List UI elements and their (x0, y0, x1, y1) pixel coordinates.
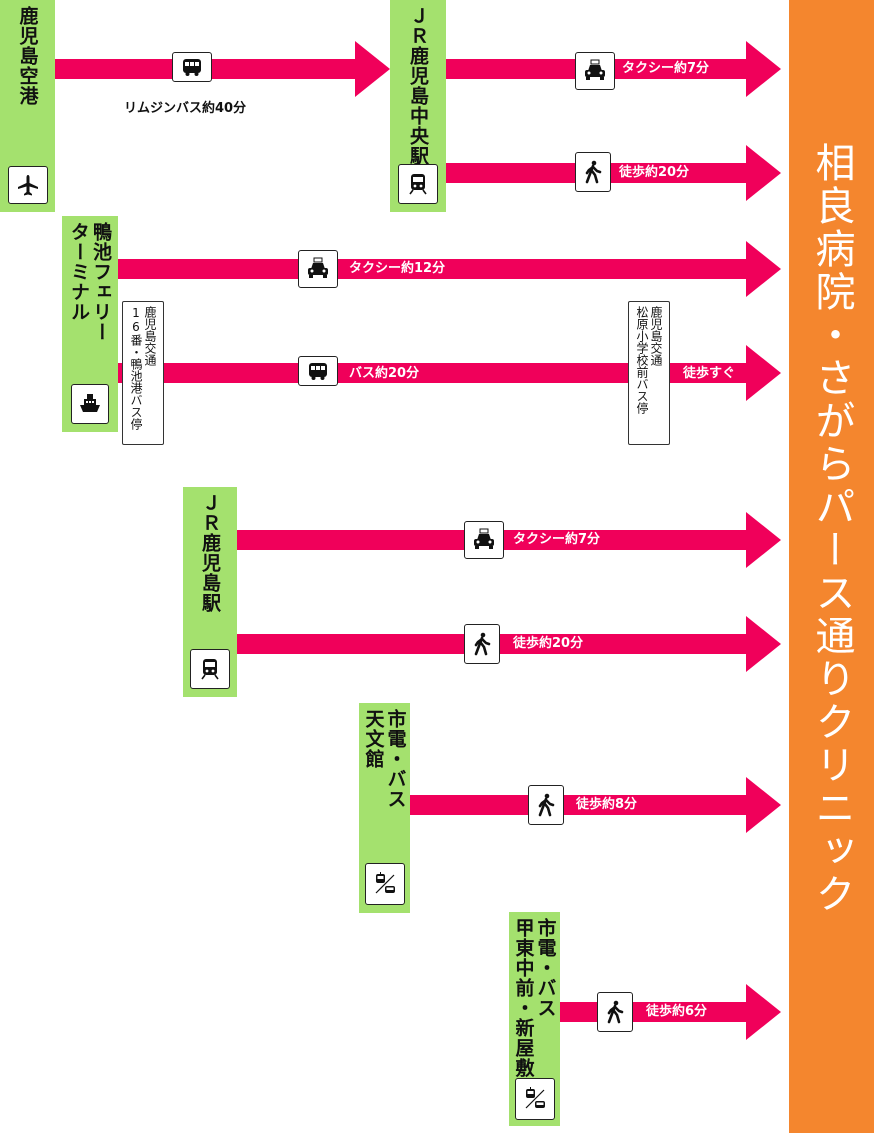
route-label-ferry-taxi: タクシー約12分 (349, 261, 446, 276)
walk-icon (528, 785, 564, 825)
destination-banner: 相良病院・さがらパース通りクリニック (789, 0, 874, 1133)
tram-bus-icon (515, 1078, 555, 1120)
taxi-icon (464, 521, 504, 559)
origin-jr-chuo: ＪＲ鹿児島中央駅 (390, 0, 446, 212)
route-label-ferry-walk: 徒歩すぐ (683, 366, 736, 381)
route-label-kotsu-walk: 徒歩約6分 (646, 1004, 708, 1019)
bus-stop-kamoike-name: 鹿児島交通 16番・鴨池港バス停 (129, 306, 157, 430)
taxi-icon (575, 52, 615, 90)
origin-jr-kagoshima-name: ＪＲ鹿児島駅 (199, 493, 221, 613)
origin-airport: 鹿児島空港 (0, 0, 55, 212)
origin-ferry-name: 鴨池フェリー ターミナル (68, 222, 112, 342)
walk-icon (575, 152, 611, 192)
bus-icon (172, 52, 212, 82)
route-arrow-ferry-taxi (118, 241, 781, 297)
bus-stop-kamoike: 鹿児島交通 16番・鴨池港バス停 (122, 301, 164, 445)
train-icon (398, 164, 438, 204)
tram-bus-icon (365, 863, 405, 905)
origin-jr-kagoshima: ＪＲ鹿児島駅 (183, 487, 237, 697)
route-label-ferry-bus: バス約20分 (349, 366, 420, 381)
origin-airport-name: 鹿児島空港 (16, 6, 39, 106)
route-label-kagoshima-taxi: タクシー約7分 (513, 532, 601, 547)
walk-icon (464, 624, 500, 664)
route-label-tenmonkan-walk: 徒歩約8分 (576, 797, 638, 812)
route-arrow-kagoshima-taxi (237, 512, 781, 568)
origin-kotsu: 市電・バス 甲東中前・新屋敷 (509, 912, 560, 1126)
route-label-chuo-taxi: タクシー約7分 (622, 61, 710, 76)
route-arrow-chuo-walk (446, 145, 781, 201)
origin-kotsu-name: 市電・バス 甲東中前・新屋敷 (512, 918, 557, 1078)
route-arrow-ferry-bus (118, 345, 781, 401)
route-arrow-airport-bus (55, 41, 390, 97)
route-arrow-kotsu-walk (560, 984, 781, 1040)
ship-icon (71, 384, 109, 424)
train-icon (190, 649, 230, 689)
taxi-icon (298, 250, 338, 288)
route-label-chuo-walk: 徒歩約20分 (619, 165, 690, 180)
origin-tenmonkan-name: 市電・バス 天文館 (362, 709, 407, 809)
origin-jr-chuo-name: ＪＲ鹿児島中央駅 (407, 6, 429, 166)
route-arrow-tenmonkan-walk (410, 777, 781, 833)
route-label-airport-bus: リムジンバス約40分 (124, 101, 247, 116)
walk-icon (597, 992, 633, 1032)
route-arrow-kagoshima-walk (237, 616, 781, 672)
origin-ferry: 鴨池フェリー ターミナル (62, 216, 118, 432)
airplane-icon (8, 166, 48, 204)
bus-icon (298, 356, 338, 386)
origin-tenmonkan: 市電・バス 天文館 (359, 703, 410, 913)
destination-name: 相良病院・さがらパース通りクリニック (808, 142, 855, 916)
bus-stop-matsubara-name: 鹿児島交通 松原小学校前バス停 (635, 306, 663, 414)
route-label-kagoshima-walk: 徒歩約20分 (513, 636, 584, 651)
bus-stop-matsubara: 鹿児島交通 松原小学校前バス停 (628, 301, 670, 445)
